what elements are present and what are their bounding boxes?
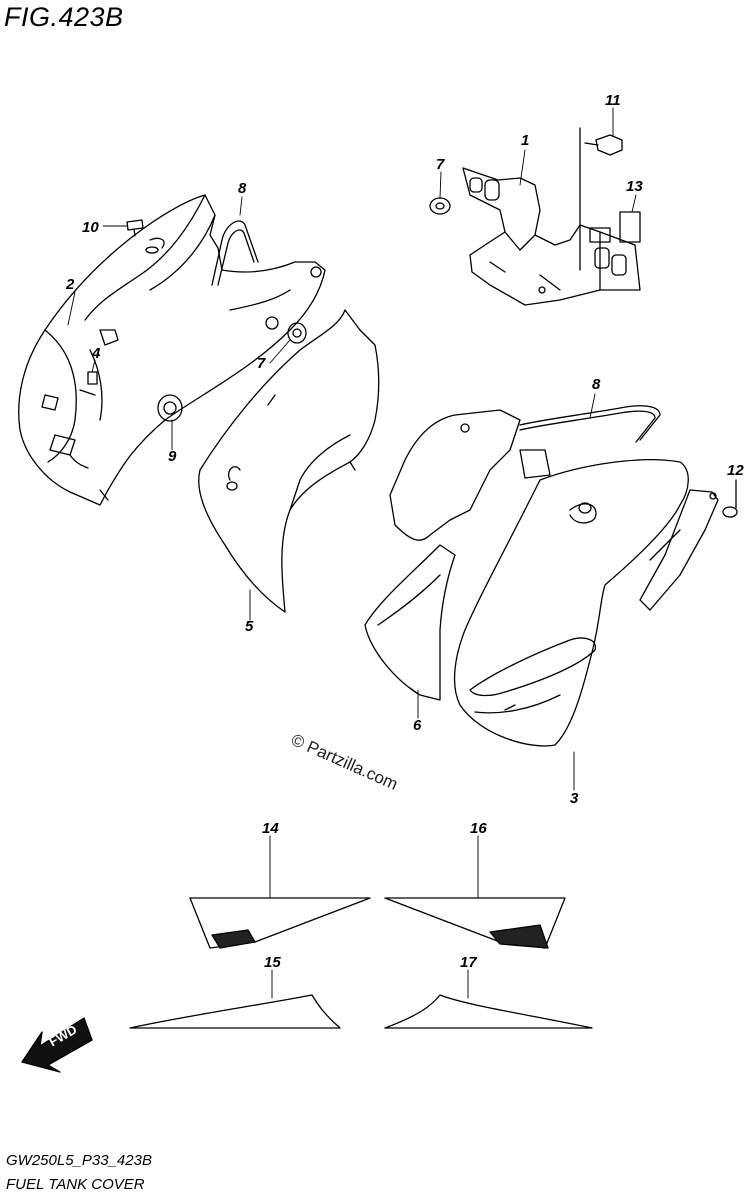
callout-1[interactable]: 1 [521, 132, 530, 149]
callout-7-left[interactable]: 7 [257, 355, 266, 372]
callout-2[interactable]: 2 [66, 276, 75, 293]
callout-3[interactable]: 3 [570, 790, 579, 807]
diagram-name: FUEL TANK COVER [6, 1176, 145, 1193]
callout-13[interactable]: 13 [626, 178, 643, 195]
callout-11[interactable]: 11 [605, 92, 621, 109]
part-5-inner-panel[interactable] [199, 310, 379, 612]
callout-16[interactable]: 16 [470, 820, 487, 837]
part-4-clip[interactable] [88, 372, 97, 384]
leader-lines [68, 108, 636, 998]
callout-12[interactable]: 12 [727, 462, 744, 479]
part-2-left-tank-cover[interactable] [19, 195, 325, 505]
part-16-decal[interactable] [385, 898, 565, 948]
callout-6[interactable]: 6 [413, 717, 422, 734]
callout-4[interactable]: 4 [92, 345, 101, 362]
part-17-stripe[interactable] [385, 995, 592, 1028]
part-3-right-tank-cover[interactable] [455, 460, 689, 746]
part-15-stripe[interactable] [130, 995, 340, 1028]
callout-14[interactable]: 14 [262, 820, 279, 837]
part-11-bolt[interactable] [580, 128, 622, 270]
part-10-screw[interactable] [127, 220, 143, 236]
diagram-code: GW250L5_P33_423B [6, 1152, 152, 1169]
part-1-bracket[interactable] [463, 168, 640, 305]
part-3-side-piece[interactable] [640, 490, 718, 610]
callout-15[interactable]: 15 [264, 954, 281, 971]
callout-17[interactable]: 17 [460, 954, 477, 971]
part-14-decal[interactable] [190, 898, 370, 948]
callout-7-right[interactable]: 7 [436, 156, 445, 173]
part-7-cushion-left[interactable] [288, 323, 306, 343]
part-8-wire-guide-right[interactable] [520, 406, 660, 442]
callout-8-left[interactable]: 8 [238, 180, 247, 197]
part-12-screw[interactable] [723, 480, 737, 517]
figure-title: FIG.423B [4, 2, 124, 32]
part-6-inner-liner[interactable] [365, 410, 550, 700]
part-13-pad[interactable] [620, 212, 640, 242]
callout-5[interactable]: 5 [245, 618, 254, 635]
callout-9[interactable]: 9 [168, 448, 177, 465]
callout-10[interactable]: 10 [82, 219, 99, 236]
forward-direction-arrow-icon [22, 1018, 92, 1072]
callout-8-right[interactable]: 8 [592, 376, 601, 393]
part-9-grommet[interactable] [158, 395, 182, 421]
part-7-cushion-right[interactable] [430, 198, 450, 214]
part-8-wire-guide-left[interactable] [212, 221, 258, 285]
